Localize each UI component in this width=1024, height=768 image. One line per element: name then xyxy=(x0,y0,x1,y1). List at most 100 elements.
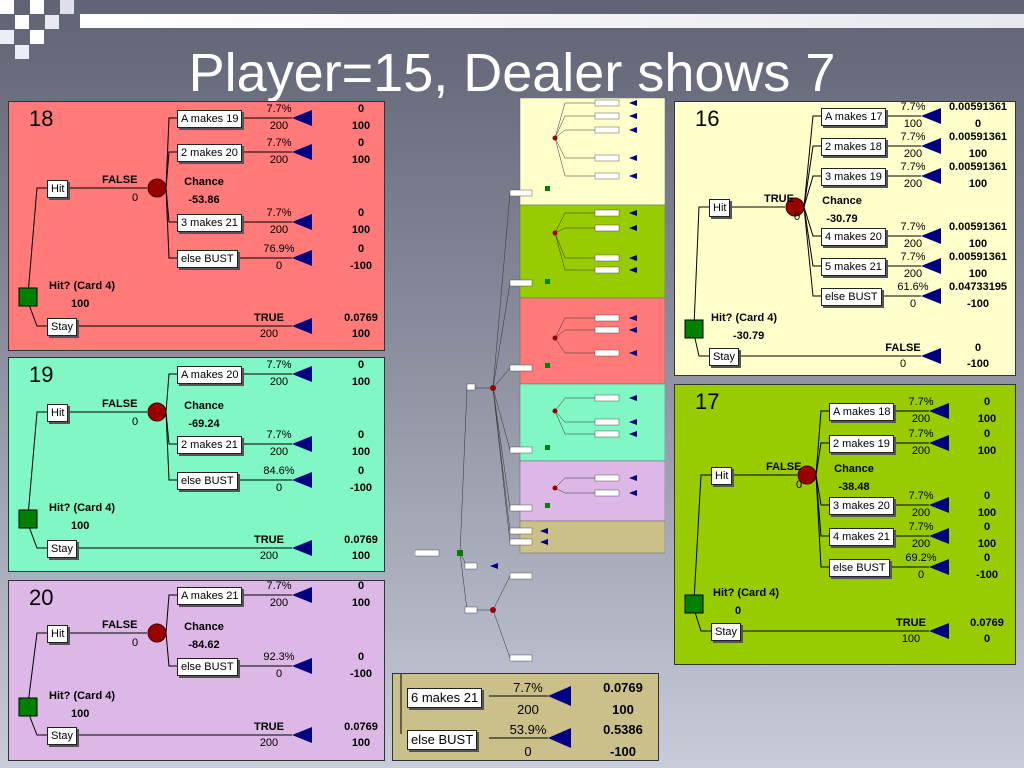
stay-branch-value: 200 xyxy=(259,328,279,340)
terminal-node xyxy=(292,144,312,160)
branch-value: 200 xyxy=(903,268,923,280)
outcome-box[interactable]: 2 makes 18 xyxy=(821,138,886,156)
edge-hit xyxy=(27,411,47,517)
terminal-node xyxy=(292,214,312,230)
hit-option-box[interactable]: Hit xyxy=(47,625,69,643)
chance-label: Chance xyxy=(822,195,862,207)
terminal-payoff: 0 xyxy=(974,118,982,130)
terminal-probability: 0 xyxy=(357,137,365,149)
branch-probability: 7.7% xyxy=(266,429,292,441)
terminal-node xyxy=(921,288,941,304)
stay-terminal-probability: 0.0769 xyxy=(344,312,378,324)
decision-label: Hit? (Card 4) xyxy=(49,502,115,514)
terminal-probability: 0 xyxy=(983,521,991,533)
outcome-box[interactable]: 3 makes 19 xyxy=(821,168,886,186)
outcome-box[interactable]: 5 makes 21 xyxy=(821,258,886,276)
outcome-box[interactable]: 4 makes 21 xyxy=(829,528,894,546)
stay-terminal-payoff: -100 xyxy=(966,358,990,370)
stay-option-box[interactable]: Stay xyxy=(47,727,78,745)
edge-hit xyxy=(693,474,711,602)
chance-node xyxy=(147,402,167,422)
hit-branch-value: 0 xyxy=(794,211,801,223)
hit-option-box[interactable]: Hit xyxy=(711,467,733,485)
terminal-probability: 0 xyxy=(983,396,991,408)
branch-probability: 53.9% xyxy=(509,722,547,737)
stay-terminal-probability: 0.0769 xyxy=(970,617,1004,629)
branch-value: 200 xyxy=(903,148,923,160)
terminal-payoff: -100 xyxy=(966,298,990,310)
branch-value: 0 xyxy=(909,298,917,310)
stay-branch-value: 200 xyxy=(259,737,279,749)
outcome-box[interactable]: else BUST xyxy=(407,730,478,750)
header-band xyxy=(80,14,1024,28)
outcome-box[interactable]: else BUST xyxy=(829,559,890,577)
stay-option-box[interactable]: Stay xyxy=(47,540,78,558)
stay-branch-value: 0 xyxy=(899,358,907,370)
tree-lines xyxy=(684,108,941,364)
hit-option-box[interactable]: Hit xyxy=(47,404,69,422)
outcome-box[interactable]: A makes 18 xyxy=(829,403,895,421)
hit-branch-label: FALSE xyxy=(102,174,138,186)
decision-value: -30.79 xyxy=(733,330,765,342)
outcome-box[interactable]: A makes 21 xyxy=(177,587,243,605)
hit-branch-label: TRUE xyxy=(764,193,794,205)
terminal-node xyxy=(921,108,941,124)
stay-terminal-payoff: 0 xyxy=(983,633,991,645)
hit-option-box[interactable]: Hit xyxy=(47,180,69,198)
edge-branch xyxy=(803,145,821,208)
mini-panel-19 xyxy=(519,383,665,462)
edge-branch xyxy=(165,411,177,445)
full-tree-overview xyxy=(415,98,665,662)
hit-branch-label: FALSE xyxy=(766,461,802,473)
outcome-box[interactable]: A makes 17 xyxy=(821,108,887,126)
outcome-box[interactable]: else BUST xyxy=(821,288,882,306)
outcome-box[interactable]: 2 makes 20 xyxy=(177,144,242,162)
terminal-probability: 0 xyxy=(357,465,365,477)
outcome-box[interactable]: 2 makes 21 xyxy=(177,436,242,454)
terminal-probability: 0 xyxy=(357,651,365,663)
terminal-probability: 0 xyxy=(357,207,365,219)
stay-option-box[interactable]: Stay xyxy=(711,623,742,641)
outcome-box[interactable]: else BUST xyxy=(177,472,238,490)
stay-branch-label: TRUE xyxy=(254,312,284,324)
edge-branch xyxy=(165,187,177,259)
decision-label: Hit? (Card 4) xyxy=(49,280,115,292)
terminal-payoff: 100 xyxy=(977,538,997,550)
hit-branch-label: FALSE xyxy=(102,619,138,631)
panel-label: 19 xyxy=(29,362,54,387)
branch-value: 200 xyxy=(269,376,289,388)
terminal-payoff: 100 xyxy=(968,238,988,250)
outcome-box[interactable]: else BUST xyxy=(177,658,238,676)
tree-lines xyxy=(18,366,312,556)
decision-value: 100 xyxy=(71,298,90,310)
outcome-box[interactable]: A makes 20 xyxy=(177,366,243,384)
mini-panel-20 xyxy=(519,460,665,522)
outcome-box[interactable]: 6 makes 21 xyxy=(407,688,483,708)
outcome-box[interactable]: 3 makes 20 xyxy=(829,497,894,515)
terminal-node xyxy=(929,528,949,544)
chance-label: Chance xyxy=(184,621,224,633)
hit-branch-value: 0 xyxy=(132,637,139,649)
stay-option-box[interactable]: Stay xyxy=(47,318,78,336)
branch-probability: 84.6% xyxy=(263,465,295,477)
tree-lines xyxy=(18,587,312,743)
outcome-box[interactable]: A makes 19 xyxy=(177,110,243,128)
branch-probability: 76.9% xyxy=(263,243,295,255)
stay-option-box[interactable]: Stay xyxy=(709,348,740,366)
outcome-box[interactable]: 4 makes 20 xyxy=(821,228,886,246)
terminal-node xyxy=(921,348,941,364)
outcome-box[interactable]: 3 makes 21 xyxy=(177,214,242,232)
outcome-box[interactable]: 2 makes 19 xyxy=(829,435,894,453)
mini-panel-21 xyxy=(519,520,665,554)
branch-probability: 69.2% xyxy=(905,552,937,564)
outcome-box[interactable]: else BUST xyxy=(177,250,238,268)
stay-terminal-payoff: 100 xyxy=(351,328,371,340)
edge-branch xyxy=(815,410,829,476)
hit-branch-value: 0 xyxy=(132,416,139,428)
stay-branch-label: TRUE xyxy=(896,617,926,629)
hit-option-box[interactable]: Hit xyxy=(709,199,731,217)
decision-node xyxy=(18,509,38,529)
terminal-node xyxy=(929,497,949,513)
